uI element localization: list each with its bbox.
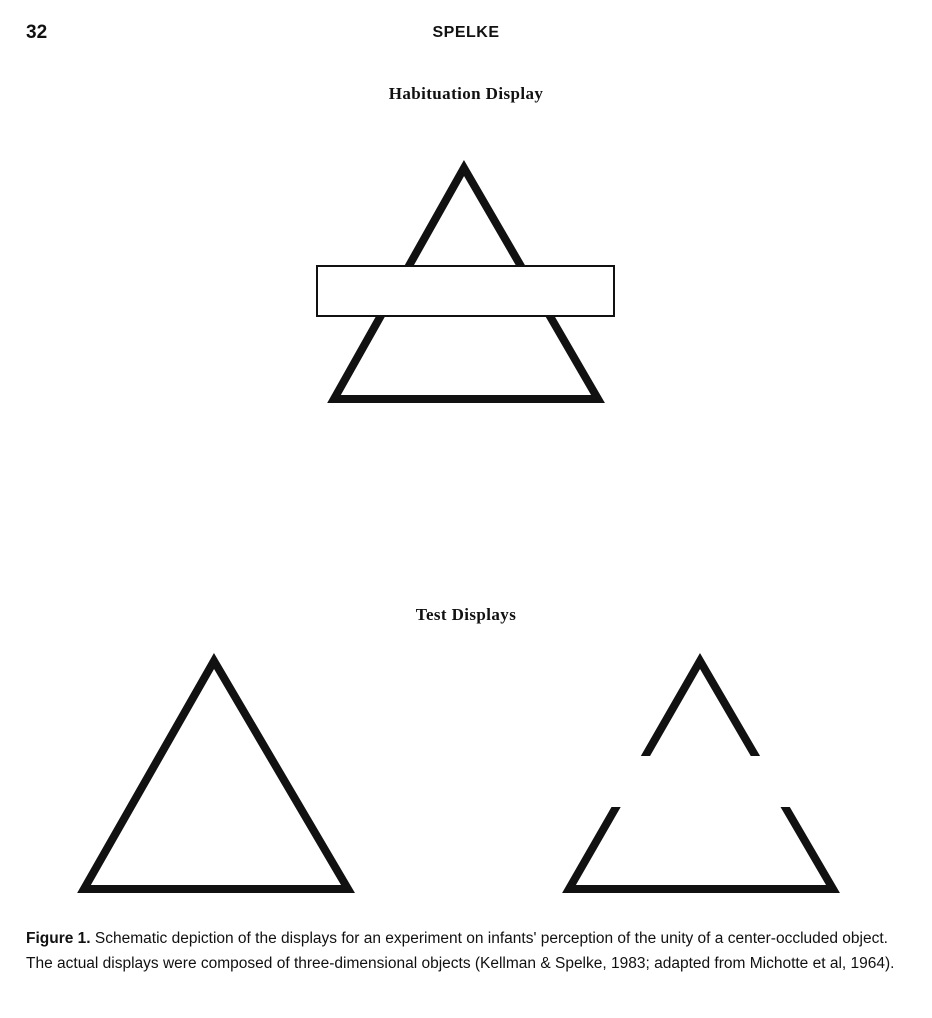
occluding-rectangle [316, 265, 615, 317]
running-head: SPELKE [432, 24, 500, 41]
habituation-display-title: Habituation Display [388, 84, 544, 103]
complete-triangle [77, 653, 355, 893]
test-display-broken [560, 653, 850, 893]
center-gap [560, 756, 850, 807]
figure-caption: Figure 1. Schematic depiction of the dis… [26, 926, 906, 976]
figure-caption-text: Schematic depiction of the displays for … [26, 930, 895, 972]
page-number: 32 [26, 22, 48, 43]
habituation-display [316, 159, 615, 403]
test-displays-title: Test Displays [415, 605, 517, 624]
figure-caption-label: Figure 1. [26, 930, 91, 947]
test-display-complete [77, 653, 355, 893]
